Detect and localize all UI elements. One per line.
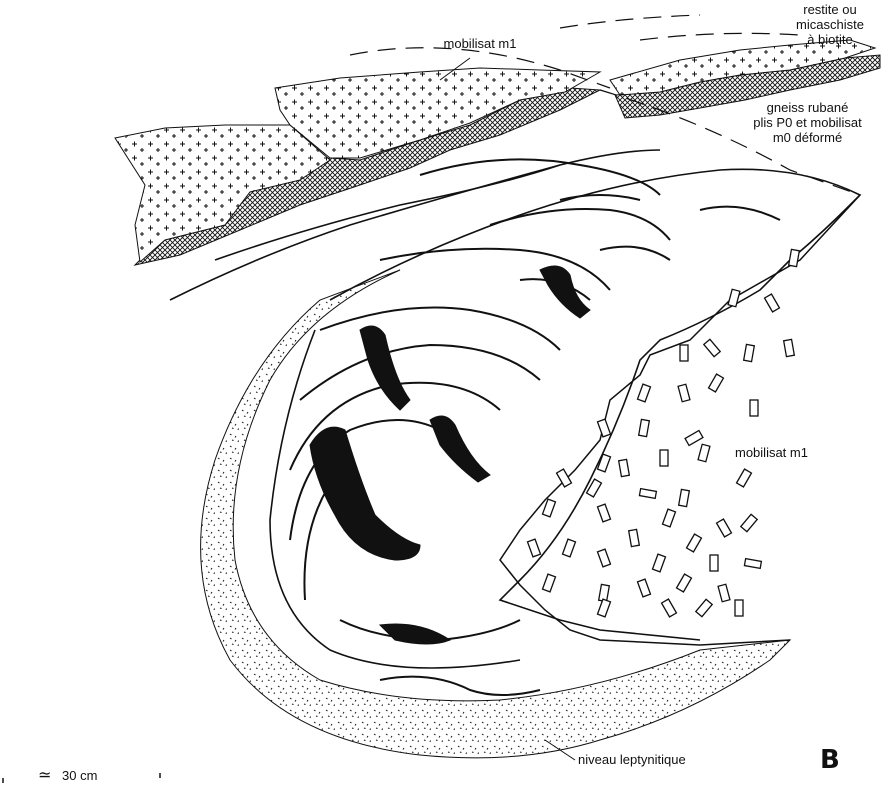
label-mobilisat-right: mobilisat m1 xyxy=(735,445,808,460)
label-niveau-leptynitique: niveau leptynitique xyxy=(578,752,686,767)
label-restite: restite ou micaschiste à biotite xyxy=(775,2,885,47)
leader-lines xyxy=(440,58,575,760)
gneiss-line-1: gneiss rubané xyxy=(735,100,880,115)
restite-line-3: à biotite xyxy=(775,32,885,47)
restite-line-2: micaschiste xyxy=(775,17,885,32)
restite-line-1: restite ou xyxy=(775,2,885,17)
label-mobilisat-top: mobilisat m1 xyxy=(425,36,535,51)
fold-lines xyxy=(290,159,780,695)
scale-value: 30 cm xyxy=(62,768,97,783)
leptynitic-band xyxy=(201,270,790,758)
gneiss-line-2: plis P0 et mobilisat xyxy=(735,115,880,130)
scale-symbol: ≃ xyxy=(38,768,51,783)
gneiss-line-3: m0 déformé xyxy=(735,130,880,145)
label-gneiss: gneiss rubané plis P0 et mobilisat m0 dé… xyxy=(735,100,880,145)
panel-letter: B xyxy=(820,745,840,775)
